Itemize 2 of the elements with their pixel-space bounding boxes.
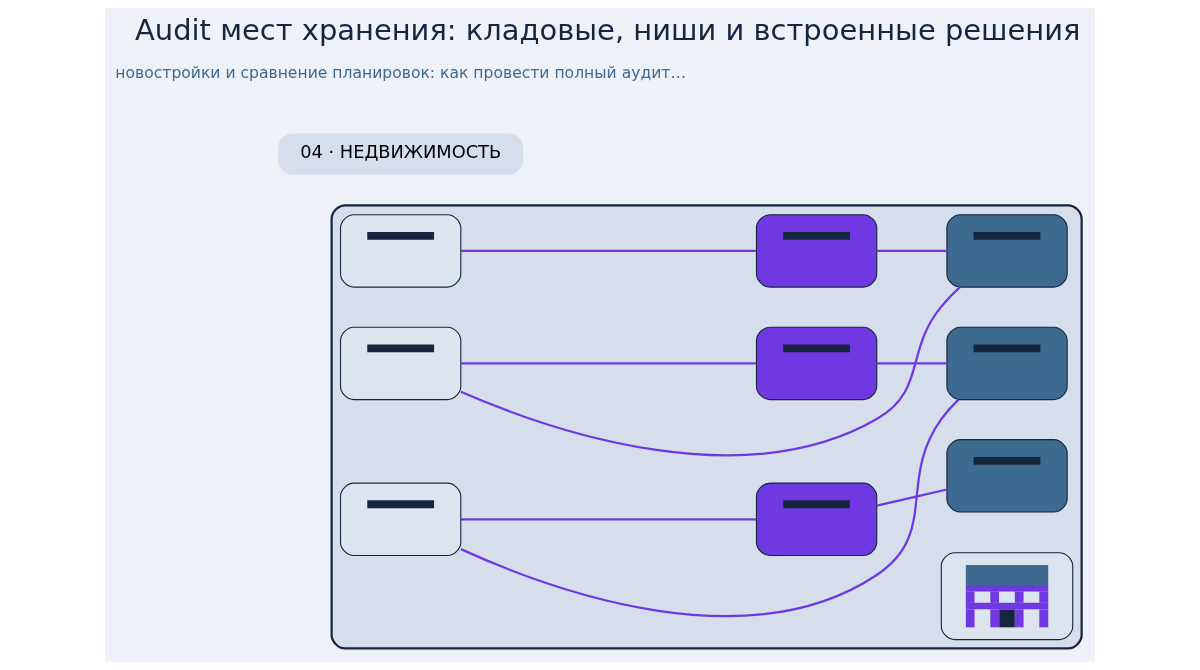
caption: новостройки и сравнение планировок: как провести полный аудит…	[115, 63, 686, 82]
diagram-title: Audit мест хранения: кладовые, ниши и встроенные решения	[135, 13, 1081, 48]
